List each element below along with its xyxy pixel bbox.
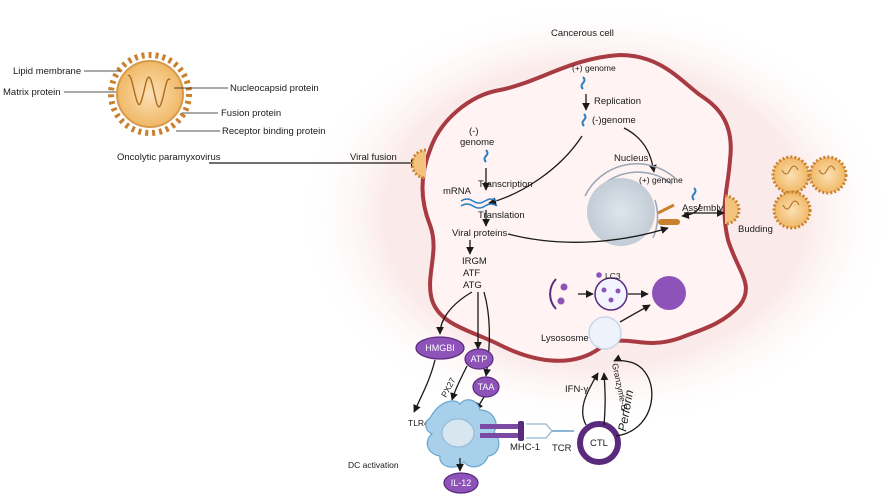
assembly-label: Assembly [682, 203, 723, 214]
autophagosome [594, 277, 628, 311]
viral-fusion-label: Viral fusion [350, 152, 397, 163]
rna-icon [580, 76, 586, 90]
viral-proteins-label: Viral proteins [452, 228, 508, 239]
atp-label: ATP [471, 354, 488, 364]
assembly-component [658, 219, 680, 225]
atp-molecule [464, 348, 494, 370]
taa-label: TAA [478, 382, 495, 392]
il12-label: IL-12 [451, 478, 472, 488]
nucleus-label: Nucleus [614, 153, 649, 164]
il12-molecule [443, 472, 479, 494]
tcr-label: TCR [552, 443, 572, 454]
rna-icon [483, 149, 489, 163]
hmgbi-label: HMGBI [425, 343, 455, 353]
rna-icon [691, 187, 697, 201]
lc3-label: LC3 [605, 271, 621, 281]
transcription-label: Transcription [478, 179, 533, 190]
cancerous-cell-label: Cancerous cell [551, 28, 614, 39]
phagophore [549, 278, 557, 310]
pos-genome-top-label: (+) genome [572, 63, 616, 73]
atf-label: ATF [463, 268, 480, 279]
receptor-binding-protein-label: Receptor binding protein [222, 126, 326, 137]
mrna-icon [460, 198, 498, 204]
lysosome [588, 316, 622, 350]
assembly-component [657, 203, 675, 215]
nucleus [587, 178, 655, 246]
irgm-label: IRGM [462, 256, 487, 267]
atg-label: ATG [463, 280, 482, 291]
tcr-receptor [526, 423, 574, 439]
autolysosome [652, 276, 686, 310]
budding-label: Budding [738, 224, 773, 235]
replication-label: Replication [594, 96, 641, 107]
mrna-label: mRNA [443, 186, 472, 197]
oncolytic-paramyxovirus-label: Oncolytic paramyxovirus [117, 152, 221, 163]
budding-virus [724, 194, 741, 226]
lipid-membrane-label: Lipid membrane [13, 66, 81, 77]
tlr4-label: TLR4 [408, 418, 429, 428]
ctl-cell [577, 421, 621, 465]
fusion-protein-label: Fusion protein [221, 108, 281, 119]
translation-label: Translation [478, 210, 525, 221]
dc-activation-label: DC activation [348, 460, 399, 470]
taa-molecule [472, 376, 500, 398]
rna-icon [581, 113, 587, 127]
ifn-gamma-label: IFN-γ [565, 384, 588, 395]
matrix-protein-label: Matrix protein [3, 87, 61, 98]
released-viruses [771, 155, 848, 230]
paramyxovirus-particle [108, 52, 192, 136]
ctl-label: CTL [590, 438, 608, 449]
dendritic-cell [425, 399, 500, 468]
pos-genome-mid-label: (+) genome [639, 175, 683, 185]
neg-genome-left-label-2: genome [460, 137, 494, 148]
neg-genome-right-label: (-)genome [592, 115, 636, 126]
mhc1-label: MHC-1 [510, 442, 540, 453]
fusing-virus [410, 148, 427, 180]
neg-genome-left-label-1: (-) [469, 126, 479, 137]
hmgbi-molecule [415, 336, 465, 360]
lysosome-label: Lysososme [541, 333, 589, 344]
mhc1-receptor [480, 421, 524, 441]
nucleocapsid-protein-label: Nucleocapsid protein [230, 83, 319, 94]
